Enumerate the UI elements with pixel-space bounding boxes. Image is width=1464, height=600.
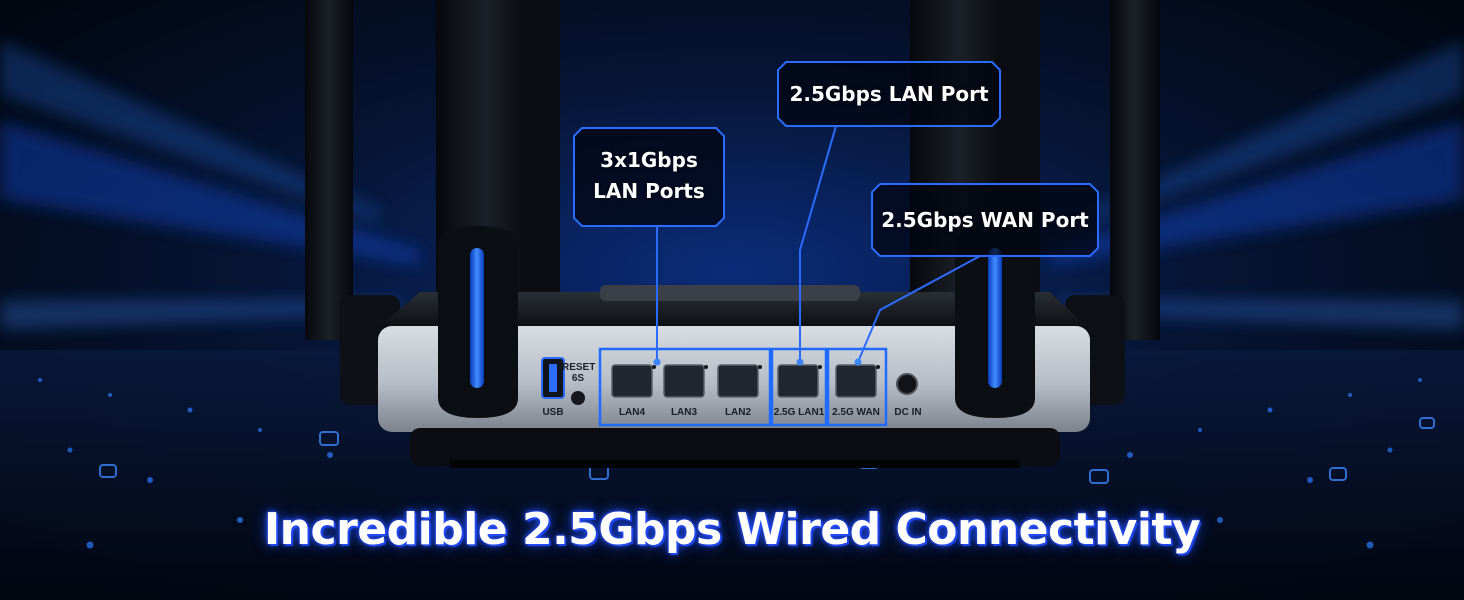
- dc-in-label: DC IN: [894, 407, 922, 418]
- router-top-highlight: [600, 285, 860, 301]
- lan2-label: LAN2: [724, 407, 752, 418]
- callout-wan-2-5gbps: 2.5Gbps WAN Port: [881, 207, 1089, 232]
- reset-label-line2: 6S: [571, 373, 585, 384]
- headline: Incredible 2.5Gbps Wired Connectivity: [263, 504, 1201, 555]
- reset-button: [571, 391, 585, 405]
- callout-frames: [573, 61, 1099, 257]
- front-antenna-right: [955, 226, 1035, 418]
- router-base: [410, 428, 1060, 466]
- floor-dots: [38, 378, 1422, 549]
- reset-label: RESET 6S: [562, 362, 596, 384]
- callout-lan-1gbps: 3x1Gbps LAN Ports: [574, 140, 724, 212]
- wan-label: 2.5G WAN: [832, 407, 880, 418]
- router-top: [378, 292, 1088, 328]
- lan-group-frame: [598, 347, 772, 427]
- lan4-label: LAN4: [618, 407, 646, 418]
- reset-label-line1: RESET: [562, 362, 596, 373]
- callout-connectors: [656, 125, 981, 363]
- router-feet: [450, 460, 1020, 468]
- lan1-label: 2.5G LAN1: [773, 407, 825, 418]
- port-leds: [652, 365, 880, 369]
- callout-lan-1gbps-line2: LAN Ports: [593, 179, 705, 203]
- wan-frame: [826, 347, 888, 427]
- front-antenna-left: [438, 226, 518, 418]
- usb-label: USB: [542, 407, 564, 418]
- callout-dots: [653, 358, 862, 366]
- callout-lan-1gbps-line1: 3x1Gbps: [600, 148, 698, 172]
- callout-lan-2-5gbps: 2.5Gbps LAN Port: [789, 81, 989, 106]
- ethernet-ports: [611, 364, 877, 398]
- lan3-label: LAN3: [670, 407, 698, 418]
- dc-in-port: [896, 373, 918, 395]
